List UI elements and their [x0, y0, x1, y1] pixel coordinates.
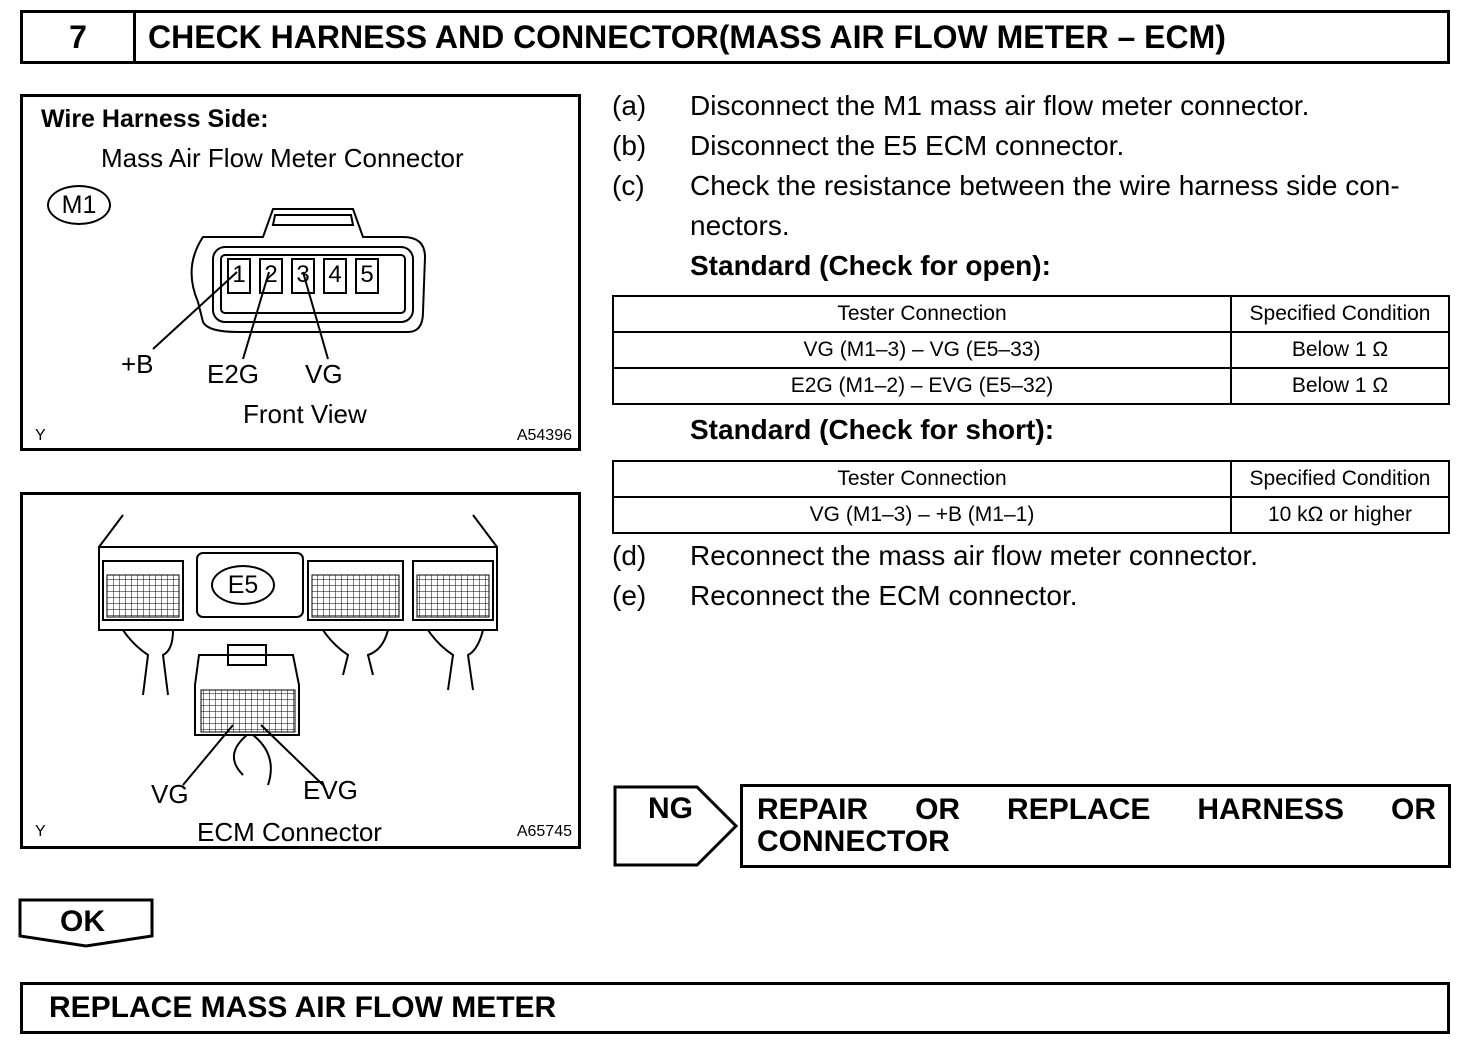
ng-result-box: REPAIR OR REPLACE HARNESS OR CONNECTOR	[740, 784, 1451, 868]
ok-tag-shape	[18, 898, 154, 948]
col-specified-condition: Specified Condition	[1230, 460, 1450, 498]
standard-open-heading: Standard (Check for open):	[690, 250, 1051, 281]
ng-result-line2: CONNECTOR	[757, 825, 950, 858]
step-header: 7 CHECK HARNESS AND CONNECTOR(MASS AIR F…	[20, 10, 1450, 64]
step-title: CHECK HARNESS AND CONNECTOR(MASS AIR FLO…	[148, 19, 1226, 55]
step-number: 7	[69, 19, 87, 55]
pin-1-label: 1	[232, 261, 246, 288]
label-b-plus: +B	[121, 349, 154, 379]
table-cell: Below 1 Ω	[1230, 367, 1450, 405]
label-evg: EVG	[303, 775, 358, 805]
table-cell: VG (M1–3) – VG (E5–33)	[612, 331, 1232, 369]
pin-4-label: 4	[328, 261, 342, 288]
final-step-box: REPLACE MASS AIR FLOW METER	[20, 982, 1450, 1034]
header-divider	[133, 13, 136, 61]
figure-id: A65745	[516, 823, 572, 840]
view-caption: Front View	[243, 399, 367, 429]
maf-connector-drawing	[152, 208, 427, 360]
col-specified-condition: Specified Condition	[1230, 295, 1450, 333]
ok-tag: OK	[60, 905, 105, 938]
ng-tag: NG	[648, 792, 693, 825]
connector-tag-m1: M1	[47, 185, 111, 225]
figure-title: Wire Harness Side:	[41, 105, 269, 133]
corner-mark: Y	[35, 427, 46, 444]
standard-short-table: Tester Connection Specified Condition VG…	[612, 460, 1450, 534]
ecm-caption: ECM Connector	[197, 817, 382, 847]
table-header-row: Tester Connection Specified Condition	[612, 295, 1450, 333]
table-cell: E2G (M1–2) – EVG (E5–32)	[612, 367, 1232, 405]
ecm-connector-figure: E5 VG EVG ECM Connector Y A65745	[20, 492, 581, 849]
label-e2g: E2G	[207, 359, 260, 389]
table-cell: VG (M1–3) – +B (M1–1)	[612, 496, 1232, 534]
standard-open-table: Tester Connection Specified Condition VG…	[612, 295, 1450, 405]
figure-subtitle: Mass Air Flow Meter Connector	[101, 143, 464, 173]
pin-2-label: 2	[264, 261, 278, 288]
corner-mark: Y	[35, 823, 46, 840]
maf-connector-figure: Wire Harness Side: Mass Air Flow Meter C…	[20, 94, 581, 451]
ng-tag-shape	[613, 785, 739, 867]
ecm-connector-drawing	[98, 514, 498, 786]
figure-id: A54396	[516, 427, 572, 444]
final-step-text: REPLACE MASS AIR FLOW METER	[49, 991, 557, 1024]
label-vg-ecm: VG	[151, 779, 189, 809]
table-row: VG (M1–3) – VG (E5–33) Below 1 Ω	[612, 331, 1450, 369]
table-cell: 10 kΩ or higher	[1230, 496, 1450, 534]
table-row: E2G (M1–2) – EVG (E5–32) Below 1 Ω	[612, 367, 1450, 405]
label-vg: VG	[305, 359, 343, 389]
table-row: VG (M1–3) – +B (M1–1) 10 kΩ or higher	[612, 496, 1450, 534]
pin-3-label: 3	[296, 261, 310, 288]
ng-result-line1: REPAIR OR REPLACE HARNESS OR	[757, 793, 1436, 826]
col-tester-connection: Tester Connection	[612, 295, 1232, 333]
col-tester-connection: Tester Connection	[612, 460, 1232, 498]
connector-tag-e5: E5	[211, 565, 275, 605]
table-header-row: Tester Connection Specified Condition	[612, 460, 1450, 498]
table-cell: Below 1 Ω	[1230, 331, 1450, 369]
standard-short-heading: Standard (Check for short):	[690, 414, 1055, 445]
pin-5-label: 5	[360, 261, 374, 288]
